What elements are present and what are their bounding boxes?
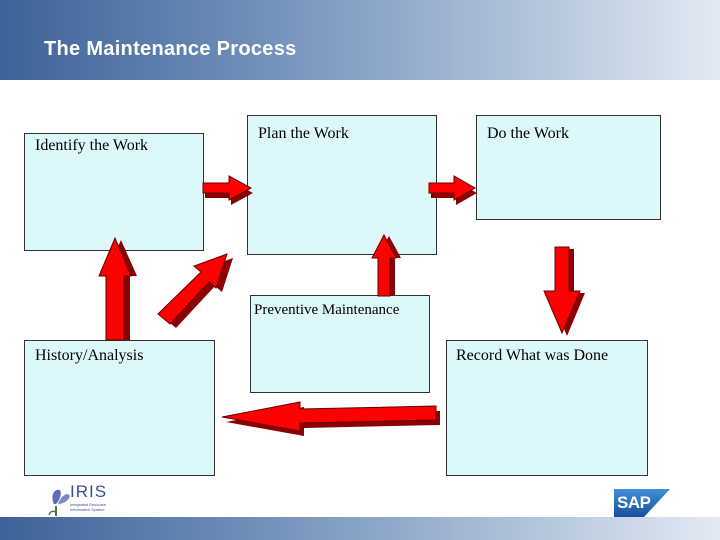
record-done-box <box>446 340 648 476</box>
history-analysis-box <box>24 340 215 476</box>
preventive-maintenance-box <box>250 295 430 393</box>
sap-logo-text: SAP <box>617 493 651 512</box>
iris-logo: IRIS Integrated Resource Information Sys… <box>44 482 116 518</box>
arrow-record-to-history <box>221 401 440 436</box>
arrow-preventive-to-plan <box>371 233 401 297</box>
plan-work-label: Plan the Work <box>258 125 349 142</box>
arrow-identify-to-plan <box>202 175 253 205</box>
arrow-do-to-record <box>543 246 585 336</box>
iris-logo-subtitle: Integrated Resource Information System <box>70 502 107 512</box>
do-work-box <box>476 115 661 220</box>
sap-logo-shape <box>614 489 670 517</box>
iris-logo-text: IRIS <box>70 482 108 501</box>
do-work-label: Do the Work <box>487 125 569 142</box>
arrow-history-to-plan <box>157 253 233 328</box>
record-done-label: Record What was Done <box>456 347 609 364</box>
preventive-maintenance-label: Preventive Maintenance <box>254 302 400 318</box>
identify-work-label: Identify the Work <box>35 137 149 154</box>
arrow-history-to-identify <box>98 236 137 341</box>
iris-flower-icon <box>48 489 70 516</box>
identify-work-box <box>24 133 204 251</box>
history-analysis-label: History/Analysis <box>35 347 144 364</box>
footer-bar <box>0 517 720 540</box>
page-title: The Maintenance Process <box>44 38 297 60</box>
header-bar: The Maintenance Process <box>0 0 720 80</box>
sap-logo: SAP <box>614 489 670 517</box>
arrow-plan-to-do <box>428 175 477 205</box>
